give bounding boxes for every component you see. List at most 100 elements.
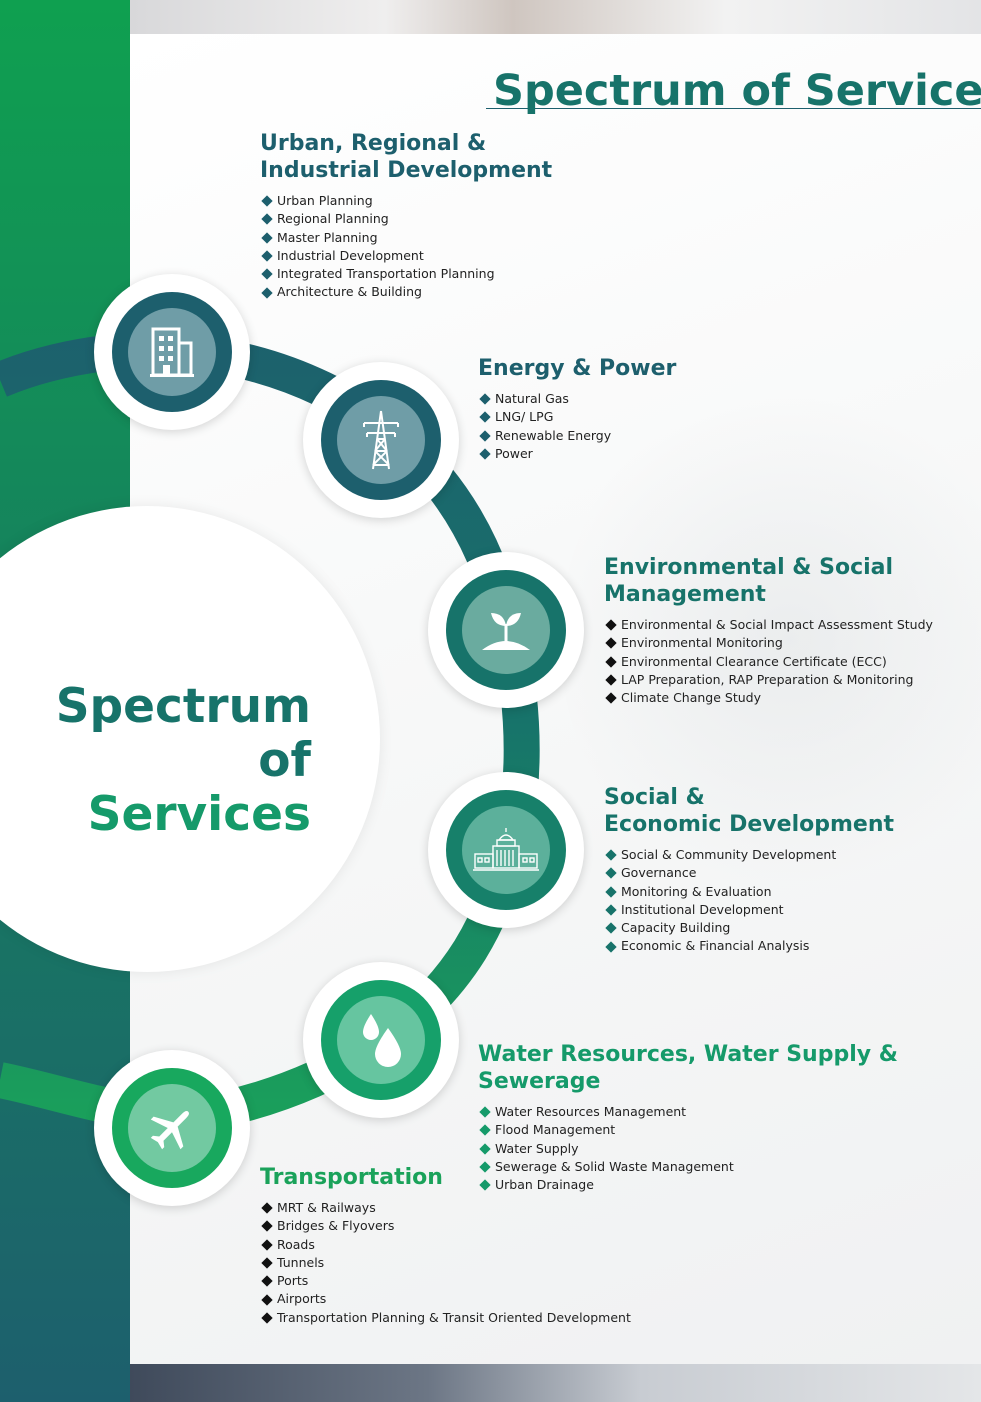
list-item: MRT & Railways — [260, 1199, 631, 1217]
diamond-bullet-icon — [261, 213, 273, 226]
diamond-bullet-icon — [261, 1239, 273, 1251]
service-list: Urban Planning Regional Planning Master … — [260, 192, 552, 302]
page-title-text: Spectrum of Services — [493, 66, 981, 116]
list-item: Urban Planning — [260, 192, 552, 210]
list-item: Airports — [260, 1290, 631, 1308]
list-item: Water Supply — [478, 1140, 898, 1158]
diamond-bullet-icon — [479, 393, 491, 405]
list-item: Institutional Development — [604, 901, 894, 919]
hero-title: Spectrum of Services — [0, 680, 311, 842]
hero-circle — [0, 506, 380, 972]
plant-sprout-icon — [482, 613, 530, 650]
node-water — [303, 962, 459, 1118]
diamond-bullet-icon — [261, 286, 273, 299]
diamond-bullet-icon — [605, 656, 617, 668]
diamond-bullet-icon — [479, 1124, 491, 1137]
diamond-bullet-icon — [605, 867, 617, 880]
list-item: Urban Drainage — [478, 1176, 898, 1194]
section-title-line: Industrial Development — [260, 158, 553, 183]
diamond-bullet-icon — [605, 904, 617, 916]
list-item: Roads — [260, 1236, 631, 1254]
section-water: Water Resources, Water Supply & Sewerage… — [478, 1041, 898, 1194]
diamond-bullet-icon — [605, 692, 617, 704]
diamond-bullet-icon — [261, 1275, 273, 1287]
service-list: MRT & Railways Bridges & Flyovers Roads … — [260, 1199, 631, 1327]
list-item: Capacity Building — [604, 919, 894, 937]
list-item: Integrated Transportation Planning — [260, 265, 552, 283]
list-item: LNG/ LPG — [478, 408, 676, 426]
diamond-bullet-icon — [261, 1202, 273, 1214]
node-environmental — [428, 552, 584, 708]
service-list: Social & Community Development Governanc… — [604, 846, 894, 956]
list-item: Economic & Financial Analysis — [604, 937, 894, 955]
diamond-bullet-icon — [479, 430, 491, 442]
section-energy-power: Energy & Power Natural Gas LNG/ LPG Rene… — [478, 355, 676, 463]
list-item: LAP Preparation, RAP Preparation & Monit… — [604, 671, 933, 689]
section-title-line: Environmental & Social — [604, 555, 894, 580]
list-item: Water Resources Management — [478, 1103, 898, 1121]
section-title-line: Transportation — [260, 1165, 443, 1190]
power-tower-icon — [363, 410, 399, 470]
diamond-bullet-icon — [261, 232, 273, 244]
node-energy-power — [303, 362, 459, 518]
list-item: Environmental Clearance Certificate (ECC… — [604, 653, 933, 671]
list-item: Master Planning — [260, 229, 552, 247]
section-title-line: Water Resources, Water Supply & — [478, 1042, 898, 1067]
list-item: Ports — [260, 1272, 631, 1290]
service-list: Water Resources Management Flood Managem… — [478, 1103, 898, 1194]
service-list: Environmental & Social Impact Assessment… — [604, 616, 933, 707]
service-list: Natural Gas LNG/ LPG Renewable Energy Po… — [478, 390, 676, 463]
list-item: Governance — [604, 864, 894, 882]
section-title-line: Management — [604, 582, 766, 607]
diamond-bullet-icon — [261, 1220, 273, 1233]
list-item: Renewable Energy — [478, 427, 676, 445]
list-item: Social & Community Development — [604, 846, 894, 864]
diamond-bullet-icon — [261, 195, 273, 207]
list-item: Regional Planning — [260, 210, 552, 228]
diamond-bullet-icon — [479, 411, 491, 424]
section-transportation: Transportation MRT & Railways Bridges & … — [260, 1164, 631, 1327]
node-urban-development — [94, 274, 250, 430]
diamond-bullet-icon — [261, 1312, 273, 1324]
list-item: Climate Change Study — [604, 689, 933, 707]
page-title: Spectrum of Services — [486, 64, 981, 116]
airplane-icon — [150, 1111, 189, 1150]
list-item: Architecture & Building — [260, 283, 552, 301]
diamond-bullet-icon — [261, 268, 273, 280]
building-icon — [150, 327, 194, 377]
diamond-bullet-icon — [605, 619, 617, 631]
section-social-economic: Social & Economic Development Social & C… — [604, 784, 894, 956]
diamond-bullet-icon — [261, 1257, 273, 1269]
diamond-bullet-icon — [261, 250, 273, 262]
hero-title-line2: Services — [87, 787, 311, 842]
list-item: Transportation Planning & Transit Orient… — [260, 1309, 631, 1327]
section-title: Environmental & Social Management — [604, 554, 933, 608]
diamond-bullet-icon — [261, 1293, 273, 1306]
diamond-bullet-icon — [605, 849, 617, 861]
government-building-icon — [473, 828, 539, 871]
section-title: Urban, Regional & Industrial Development — [260, 130, 552, 184]
list-item: Industrial Development — [260, 247, 552, 265]
section-title: Energy & Power — [478, 355, 676, 382]
diamond-bullet-icon — [479, 1143, 491, 1155]
list-item: Monitoring & Evaluation — [604, 883, 894, 901]
list-item: Sewerage & Solid Waste Management — [478, 1158, 898, 1176]
diamond-bullet-icon — [605, 674, 617, 686]
background-photo-bottom — [130, 1364, 981, 1402]
water-drops-icon — [363, 1014, 401, 1067]
diamond-bullet-icon — [605, 940, 617, 953]
section-title: Social & Economic Development — [604, 784, 894, 838]
section-title-line: Urban, Regional & — [260, 131, 487, 156]
hero-title-line1: Spectrum of — [55, 679, 311, 788]
node-transportation — [94, 1050, 250, 1206]
node-social-economic — [428, 772, 584, 928]
section-title-line: Sewerage — [478, 1069, 601, 1094]
section-title: Water Resources, Water Supply & Sewerage — [478, 1041, 898, 1095]
section-title-line: Economic Development — [604, 812, 894, 837]
diamond-bullet-icon — [605, 922, 617, 934]
list-item: Natural Gas — [478, 390, 676, 408]
diamond-bullet-icon — [605, 637, 617, 650]
diamond-bullet-icon — [479, 1106, 491, 1118]
list-item: Environmental Monitoring — [604, 634, 933, 652]
